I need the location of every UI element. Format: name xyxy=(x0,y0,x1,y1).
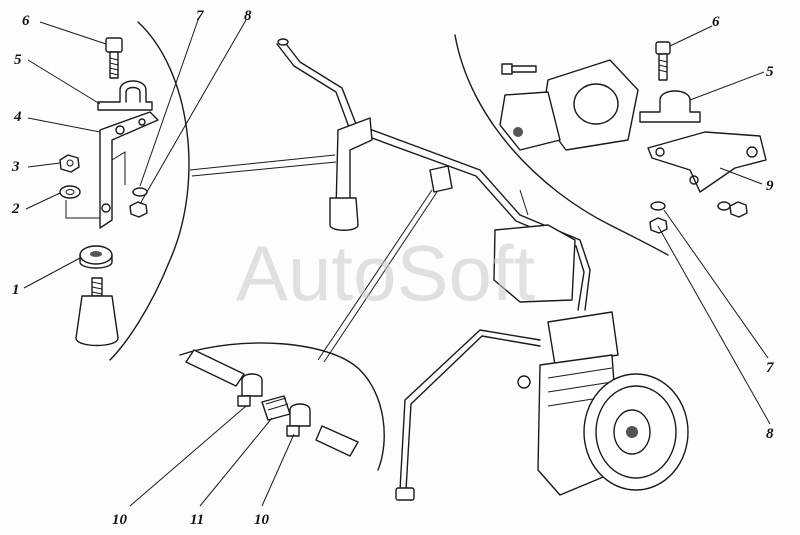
callout-right-8: 8 xyxy=(766,426,774,442)
nut-8-right xyxy=(649,201,748,234)
callout-left-6: 6 xyxy=(22,13,30,29)
bolt-small-right xyxy=(501,63,537,75)
bottom-detail-outline xyxy=(179,342,385,471)
callout-left-3: 3 xyxy=(11,159,20,175)
manifold-flange xyxy=(499,59,639,151)
nut-3-left xyxy=(59,154,80,173)
hose-clamp-10b xyxy=(286,403,311,437)
bolt-6-left xyxy=(105,37,123,79)
washer-7-right xyxy=(650,201,731,211)
hose-segment-left xyxy=(185,349,245,387)
detail-leaders xyxy=(189,154,529,363)
rubber-buffer-left xyxy=(75,277,119,347)
callout-right-7: 7 xyxy=(766,360,774,376)
washer-2-leader xyxy=(65,200,100,219)
hose-clamp-main xyxy=(429,165,453,193)
bracket-9 xyxy=(647,131,767,193)
bushing-1 xyxy=(79,245,113,269)
clamp-5-left xyxy=(97,80,153,111)
callout-bottom-11: 11 xyxy=(190,512,204,528)
callout-top-7: 7 xyxy=(196,8,204,24)
washer-2-left xyxy=(59,185,81,199)
pulley xyxy=(583,373,689,491)
pipe-bracket-main xyxy=(329,117,373,231)
callout-top-8: 8 xyxy=(244,8,252,24)
nut-8-top xyxy=(129,201,148,218)
hose-clamp-10a xyxy=(237,373,263,407)
oil-line xyxy=(399,329,541,499)
left-detail-outline xyxy=(109,21,190,361)
pipe-fitting xyxy=(395,487,415,501)
connector-sleeve-11 xyxy=(261,395,291,421)
watermark: AutoSoft xyxy=(236,229,536,317)
callout-bottom-10a: 10 xyxy=(112,512,128,528)
clamp-5-right xyxy=(639,90,701,123)
callout-left-4: 4 xyxy=(13,109,22,125)
callout-left-2: 2 xyxy=(11,201,20,217)
bracket-4 xyxy=(99,111,159,229)
callout-left-5: 5 xyxy=(14,52,22,68)
callout-bottom-10b: 10 xyxy=(254,512,270,528)
right-detail-outline xyxy=(454,34,669,256)
intake-pipe xyxy=(276,38,591,311)
callout-left-1: 1 xyxy=(12,282,20,298)
callout-right-6: 6 xyxy=(712,14,720,30)
callout-right-5: 5 xyxy=(766,64,774,80)
oil-line-inner xyxy=(405,335,541,499)
callout-leaders xyxy=(23,19,771,507)
bolt-6-right xyxy=(655,41,671,81)
callout-right-9: 9 xyxy=(766,178,774,194)
hose-segment-right xyxy=(315,425,359,457)
